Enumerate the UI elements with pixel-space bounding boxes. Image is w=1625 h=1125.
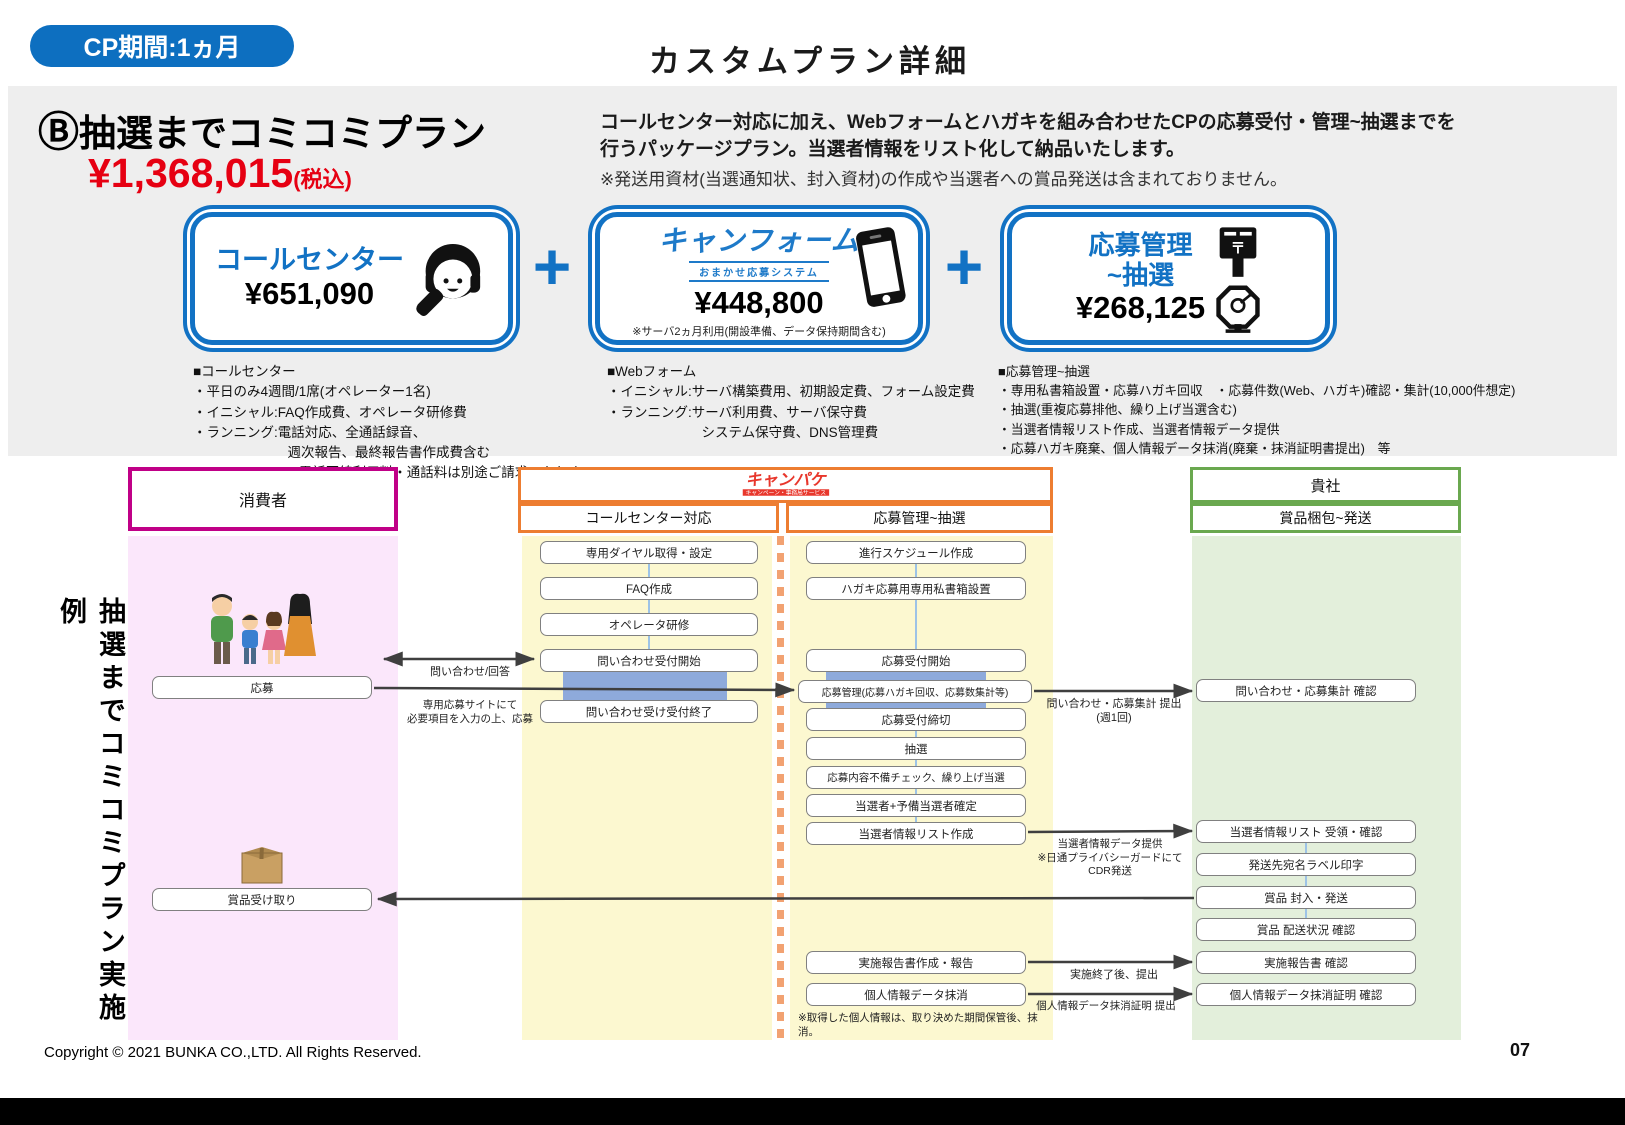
component-box-canform: キャンフォーム おまかせ応募システム ¥448,800 ※サーバ2ヵ月利用(開設… (588, 205, 930, 352)
plan-tax-note: (税込) (293, 167, 352, 192)
flow-box-kanri-9: 当選者情報リスト作成 (806, 822, 1026, 845)
flow-box-client-6: 実施報告書 確認 (1196, 951, 1416, 974)
component-box-oubo-inner: 応募管理 ~抽選 ¥268,125 〒 (1007, 212, 1330, 345)
lane-divider-dashed (777, 536, 784, 1040)
flow-box-client-3: 発送先宛名ラベル印字 (1196, 853, 1416, 876)
lane-consumer (128, 536, 398, 1040)
lane-header-kanri: 応募管理~抽選 (786, 503, 1053, 533)
cp-period-badge: CP期間:1ヵ月 (30, 25, 294, 67)
component-box-callcenter-inner: コールセンター ¥651,090 (190, 212, 513, 345)
page-title: カスタムプラン詳細 (648, 44, 972, 79)
lottery-machine-icon (1216, 285, 1260, 333)
flow-box-kanri-3: 応募受付開始 (806, 649, 1026, 672)
postbox-icon: 〒 (1219, 226, 1257, 277)
callcenter-name: コールセンター (215, 244, 404, 275)
detail-oubo: ■応募管理~抽選 ・専用私書箱設置・応募ハガキ回収 ・応募件数(Web、ハガキ)… (998, 364, 1516, 456)
plan-total-price: ¥1,368,015(税込) (88, 150, 352, 197)
flow-box-kanri-6: 抽選 (806, 737, 1026, 760)
plus-sign-1: + (532, 229, 572, 303)
campake-logo: キャンパケ (745, 471, 826, 489)
flow-box-cc-4: 問い合わせ受付開始 (540, 649, 758, 672)
flow-box-client-5: 賞品 配送状況 確認 (1196, 918, 1416, 941)
flow-box-client-4: 賞品 封入・発送 (1196, 886, 1416, 909)
callcenter-price: ¥651,090 (244, 276, 375, 312)
component-box-callcenter: コールセンター ¥651,090 (183, 205, 520, 352)
plan-name: Ⓑ抽選までコミコミプラン (38, 98, 486, 158)
flow-box-cc-3: オペレータ研修 (540, 613, 758, 636)
lane-header-shipping: 賞品梱包~発送 (1190, 503, 1461, 533)
plan-disclaimer: ※発送用資材(当選通知状、封入資材)の作成や当選者への賞品発送は含まれておりませ… (600, 170, 1288, 189)
label-privacy-note: ※取得した個人情報は、取り決めた期間保管後、抹消。 (798, 1012, 1038, 1038)
flow-box-apply: 応募 (152, 676, 372, 699)
flow-box-client-2: 当選者情報リスト 受領・確認 (1196, 820, 1416, 843)
flow-box-kanri-4: 応募管理(応募ハガキ回収、応募数集計等) (798, 680, 1032, 703)
label-erasure: 個人情報データ抹消証明 提出 (1036, 1000, 1176, 1012)
flow-box-kanri-7: 応募内容不備チェック、繰り上げ当選 (806, 766, 1026, 789)
lane-header-consumer: 消費者 (128, 467, 398, 531)
label-final-report: 実施終了後、提出 (1070, 969, 1158, 981)
cardboard-box-icon (241, 847, 283, 884)
lane-header-callcenter: コールセンター対応 (518, 503, 779, 533)
bottom-bar (0, 1098, 1625, 1125)
label-inquiry: 問い合わせ/回答 (429, 666, 511, 678)
flow-box-kanri-11: 個人情報データ抹消 (806, 983, 1026, 1006)
flow-box-cc-2: FAQ作成 (540, 577, 758, 600)
flow-side-label: 抽選までコミコミプラン実施例 (56, 597, 125, 1026)
copyright: Copyright © 2021 BUNKA CO.,LTD. All Righ… (44, 1044, 422, 1061)
flow-box-cc-1: 専用ダイヤル取得・設定 (540, 541, 758, 564)
component-box-canform-inner: キャンフォーム おまかせ応募システム ¥448,800 ※サーバ2ヵ月利用(開設… (595, 212, 923, 345)
oubo-price: ¥268,125 (1075, 290, 1206, 326)
plan-prefix-circle-b: Ⓑ (38, 109, 79, 155)
plan-description: コールセンター対応に加え、Webフォームとハガキを組み合わせたCPの応募受付・管… (600, 112, 1456, 160)
callcenter-duration-bar (563, 672, 727, 700)
detail-callcenter: ■コールセンター ・平日のみ4週間/1席(オペレーター1名) ・イニシャル:FA… (193, 364, 582, 501)
arrow-prize-shipping (376, 891, 1195, 907)
family-illustration (211, 593, 316, 664)
canform-note: ※サーバ2ヵ月利用(開設準備、データ保持期間含む) (632, 325, 886, 338)
canform-subtitle: おまかせ応募システム (689, 260, 829, 282)
smartphone-icon (856, 227, 906, 307)
flow-box-receive-prize: 賞品受け取り (152, 888, 372, 911)
flow-box-client-7: 個人情報データ抹消証明 確認 (1196, 983, 1416, 1006)
page-number: 07 (1509, 1040, 1531, 1060)
lane-header-campake: キャンパケ キャンペーン・事務局サービス (518, 467, 1053, 503)
call-center-operator-icon (416, 243, 481, 316)
plan-name-text: 抽選までコミコミプラン (79, 113, 486, 154)
flow-box-kanri-10: 実施報告書作成・報告 (806, 951, 1026, 974)
flow-box-kanri-2: ハガキ応募用専用私書箱設置 (806, 577, 1026, 600)
label-winner-data: 当選者情報データ提供 ※日通プライバシーガードにて CDR発送 (1037, 838, 1183, 878)
canform-price: ¥448,800 (694, 284, 824, 320)
flow-box-client-1: 問い合わせ・応募集計 確認 (1196, 679, 1416, 702)
lane-callcenter (522, 536, 772, 1040)
flow-box-kanri-5: 応募受付締切 (806, 708, 1026, 731)
flow-box-cc-5: 問い合わせ受け受付終了 (540, 700, 758, 723)
flow-box-kanri-8: 当選者+予備当選者確定 (806, 794, 1026, 817)
flow-box-kanri-1: 進行スケジュール作成 (806, 541, 1026, 564)
label-apply: 専用応募サイトにて 必要項目を入力の上、応募 (407, 699, 533, 725)
component-box-oubo: 応募管理 ~抽選 ¥268,125 〒 (1000, 205, 1337, 352)
plan-price-value: ¥1,368,015 (88, 150, 294, 196)
detail-webform: ■Webフォーム ・イニシャル:サーバ構築費用、初期設定費、フォーム設定費 ・ラ… (607, 364, 975, 440)
campake-logo-subtext: キャンペーン・事務局サービス (742, 488, 829, 496)
label-weekly: 問い合わせ・応募集計 提出 (週1回) (1046, 698, 1182, 725)
svg-text:〒: 〒 (1231, 241, 1246, 257)
lane-header-client: 貴社 (1190, 467, 1461, 503)
plus-sign-2: + (944, 229, 984, 303)
canform-logo: キャンフォーム (658, 224, 860, 256)
oubo-name: 応募管理 ~抽選 (1088, 229, 1193, 290)
